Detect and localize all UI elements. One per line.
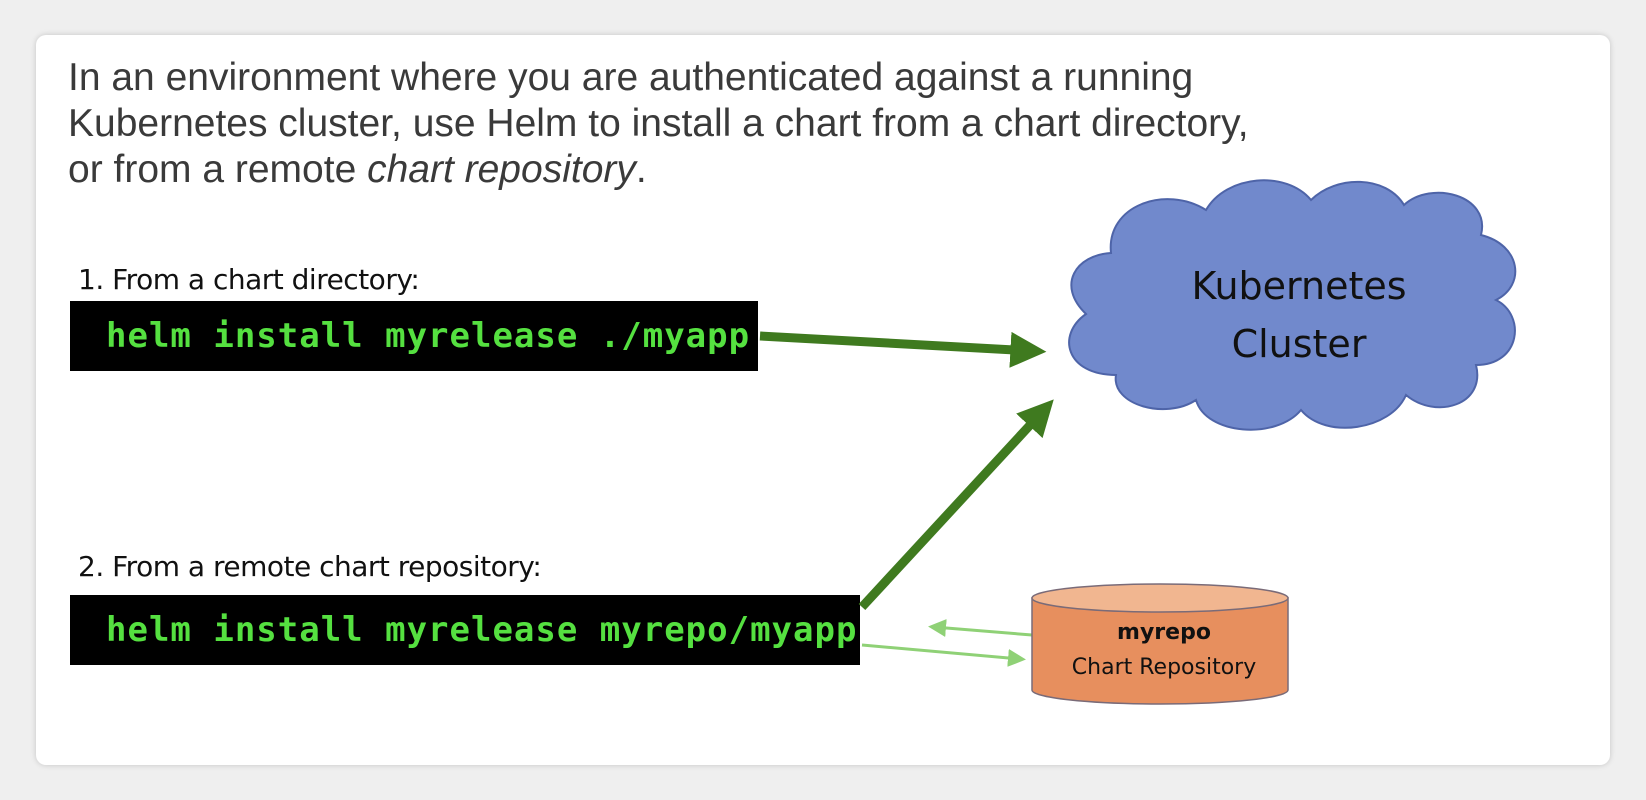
arrow-repository-to-command bbox=[928, 619, 1033, 637]
intro-line-3-prefix: or from a remote bbox=[68, 148, 368, 191]
cluster-label-line-2: Cluster bbox=[1231, 322, 1367, 366]
intro-line-2: Kubernetes cluster, use Helm to install … bbox=[68, 102, 1249, 145]
cluster-label-line-1: Kubernetes bbox=[1191, 264, 1407, 308]
step-1-label: 1. From a chart directory: bbox=[78, 263, 420, 296]
kubernetes-cloud-icon bbox=[1068, 179, 1517, 431]
arrow-command-to-repository bbox=[861, 643, 1026, 667]
intro-line-3-emphasis: chart repository bbox=[367, 148, 636, 191]
slide: In an environment where you are authenti… bbox=[36, 35, 1610, 765]
repository-subtitle: Chart Repository bbox=[1071, 655, 1257, 680]
step-1-command: helm install myrelease ./myapp bbox=[70, 301, 758, 371]
repository-name: myrepo bbox=[1117, 620, 1211, 645]
intro-line-3-suffix: . bbox=[635, 148, 647, 191]
step-2-label: 2. From a remote chart repository: bbox=[78, 550, 542, 583]
chart-repository-cylinder-icon bbox=[1031, 583, 1289, 705]
intro-text: In an environment where you are authenti… bbox=[68, 55, 1468, 193]
arrow-directory-to-cluster bbox=[759, 331, 1047, 368]
diagram-graphics bbox=[759, 179, 1517, 705]
arrow-repo-command-to-cluster bbox=[858, 399, 1054, 611]
cluster-label: Kubernetes Cluster bbox=[1154, 257, 1444, 373]
step-2-command: helm install myrelease myrepo/myapp bbox=[70, 595, 860, 665]
intro-line-1: In an environment where you are authenti… bbox=[68, 56, 1194, 99]
